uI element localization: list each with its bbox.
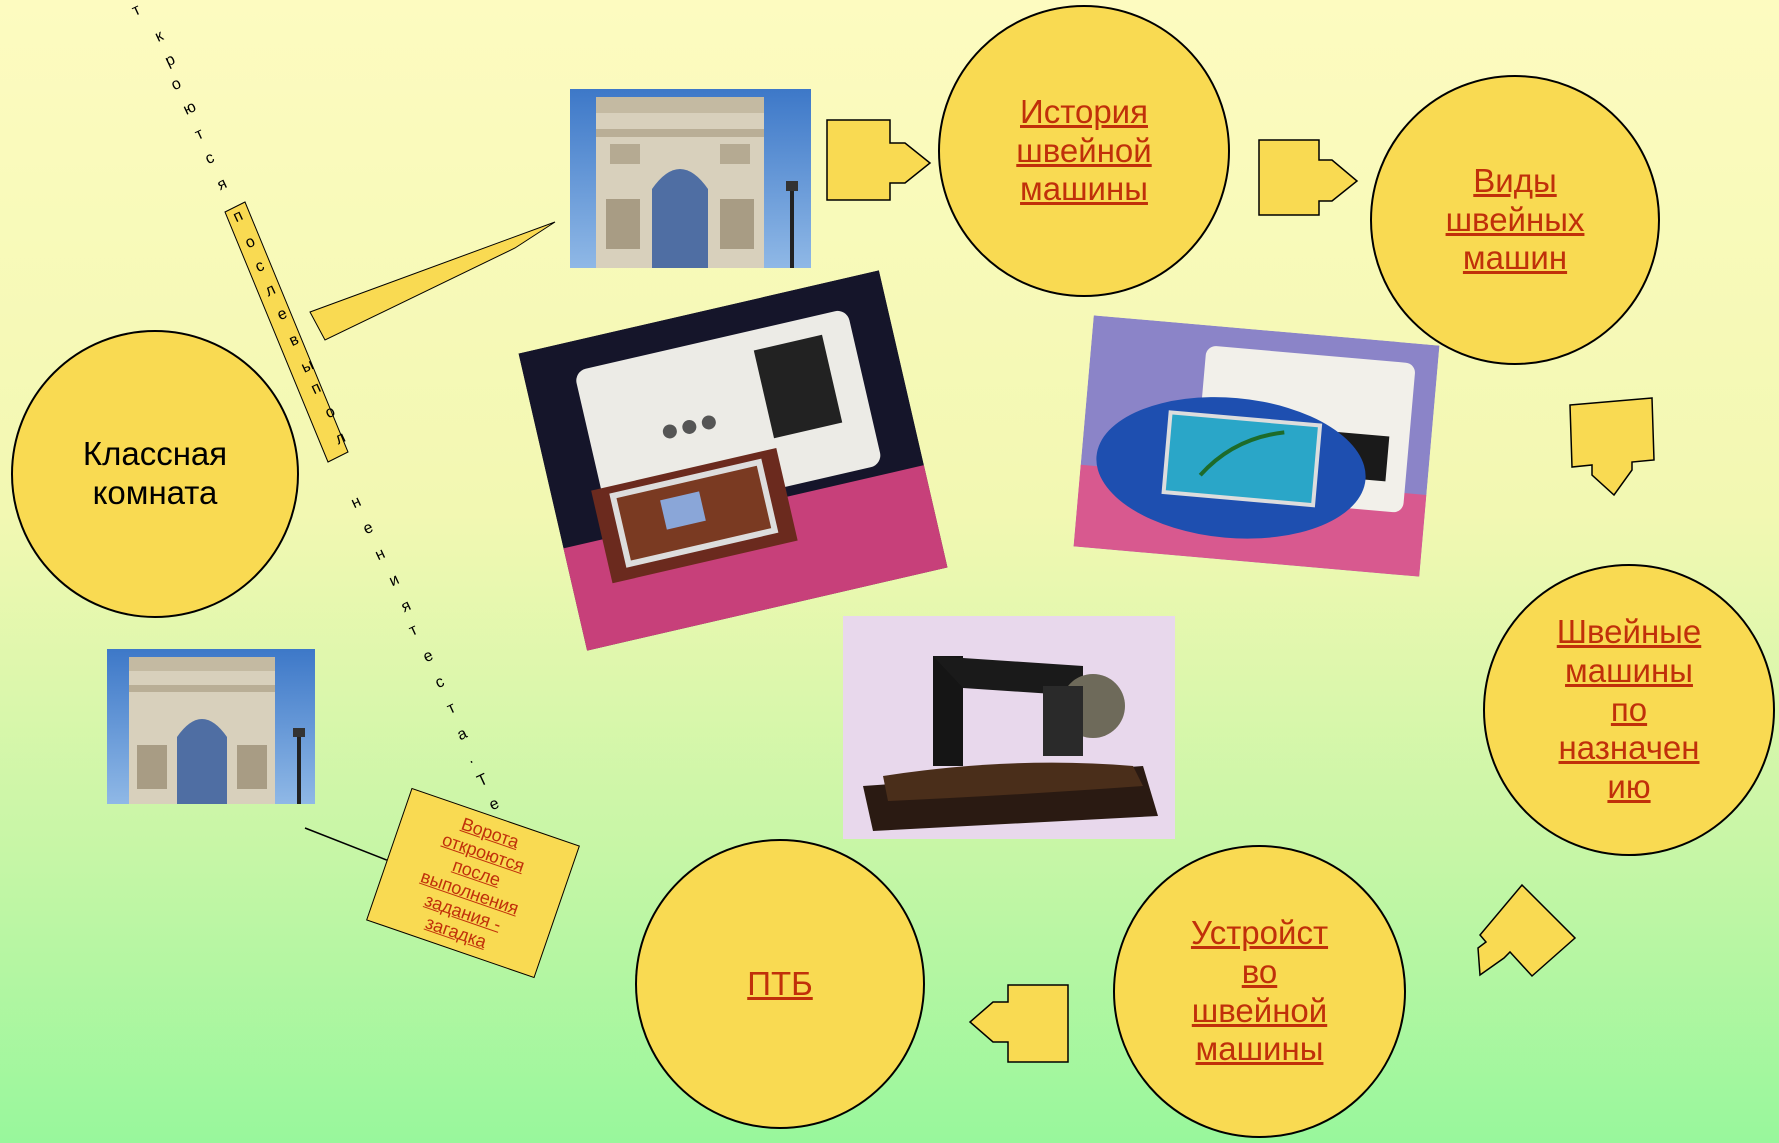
device-link[interactable]: Устройст во швейной машины [1190, 914, 1329, 1068]
riddle-link[interactable]: Ворота откроются после выполнения задани… [418, 813, 528, 953]
embroidery-machine-photo-1 [518, 270, 948, 651]
riddle-box[interactable]: Ворота откроются после выполнения задани… [366, 787, 580, 979]
sewing-machine-image [1073, 315, 1440, 577]
safety-circle[interactable]: ПТБ [635, 839, 925, 1129]
embroidery-machine-photo-2 [1073, 315, 1440, 577]
safety-link[interactable]: ПТБ [747, 964, 813, 1002]
sewing-machine-image [518, 270, 948, 651]
history-link[interactable]: История швейной машины [1016, 93, 1152, 208]
arrow-down [1569, 397, 1655, 497]
arch-image [570, 89, 811, 268]
history-circle[interactable]: История швейной машины [938, 5, 1230, 297]
types-circle[interactable]: Виды швейных машин [1370, 75, 1660, 365]
arch-photo-bottom[interactable] [107, 649, 315, 804]
device-circle[interactable]: Устройст во швейной машины [1113, 845, 1406, 1138]
antique-machine-photo [843, 616, 1175, 839]
arrow-left [968, 984, 1069, 1063]
purpose-link[interactable]: Швейные машины по назначен ию [1556, 613, 1702, 805]
arch-image [107, 649, 315, 804]
arrow-right-2 [1258, 139, 1359, 216]
antique-sewing-machine-image [843, 616, 1175, 839]
arch-photo-top[interactable] [570, 89, 811, 268]
classroom-circle[interactable]: Классная комната [11, 330, 299, 618]
gate-connector-top [224, 201, 556, 463]
arrow-right-1 [826, 119, 932, 201]
purpose-circle[interactable]: Швейные машины по назначен ию [1483, 564, 1775, 856]
types-link[interactable]: Виды швейных машин [1445, 162, 1585, 277]
arrow-down-left [1477, 883, 1577, 978]
classroom-label: Классная комната [82, 435, 228, 511]
